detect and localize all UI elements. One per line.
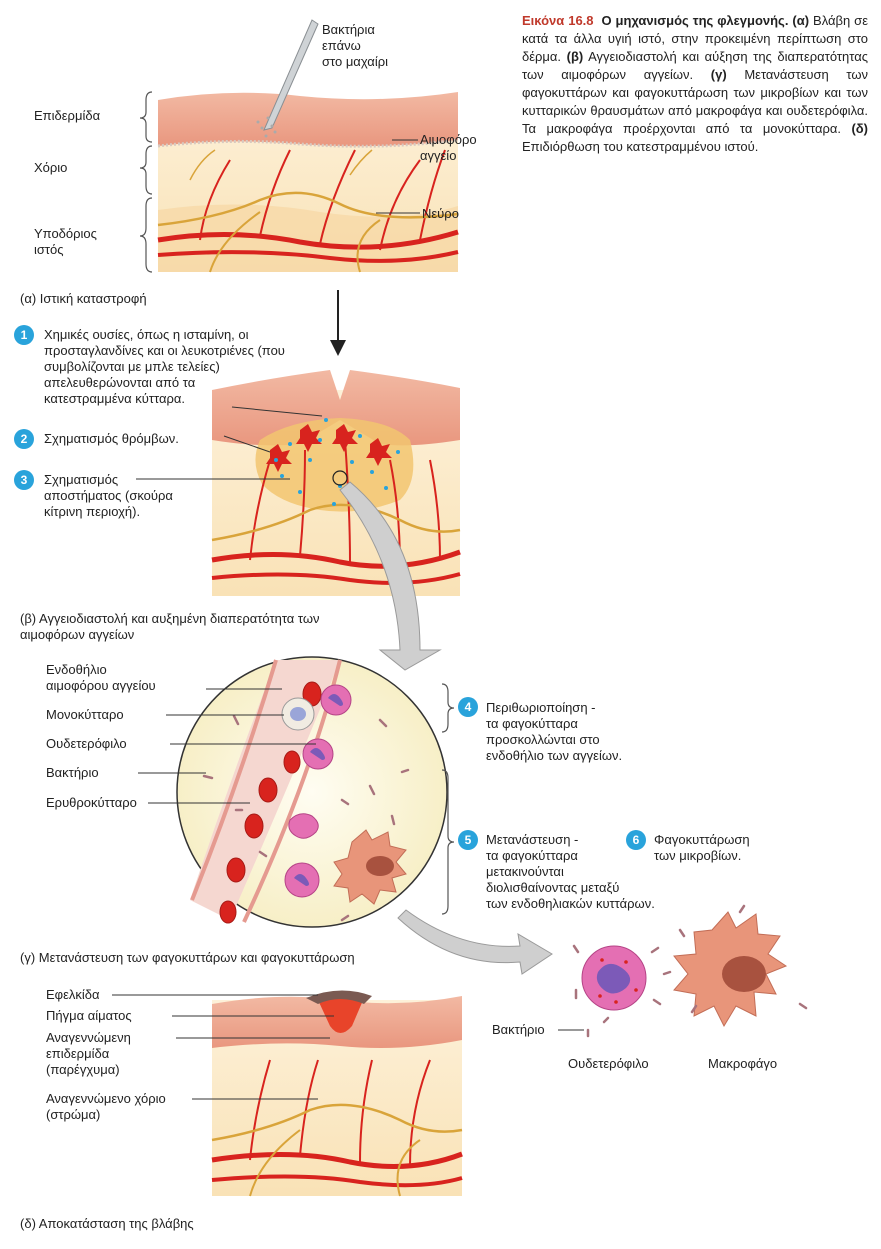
caption-tag-d: (δ) bbox=[851, 121, 868, 136]
step-4-line4: ενδοθήλιο των αγγείων. bbox=[486, 748, 623, 763]
step-5-line2: τα φαγοκύτταρα bbox=[486, 848, 578, 863]
step-1-badge: 1 bbox=[14, 325, 34, 345]
caption-panel-c: (γ) Μετανάστευση των φαγοκυττάρων και φα… bbox=[20, 950, 355, 965]
step-3-line3: κίτρινη περιοχή). bbox=[44, 504, 141, 519]
figure-number: Εικόνα 16.8 bbox=[522, 13, 594, 28]
label-regen-epidermis: Αναγεννώμενη επιδερμίδα (παρέγχυμα) bbox=[46, 1030, 131, 1078]
step-2-badge: 2 bbox=[14, 429, 34, 449]
step-3-text: Σχηματισμός αποστήματος (σκούρα κίτρινη … bbox=[44, 472, 173, 520]
caption-tag-c: (γ) bbox=[710, 67, 727, 82]
label-endothelium-line2: αιμοφόρου αγγείου bbox=[46, 678, 156, 693]
panel-b-skin bbox=[136, 370, 461, 596]
step-4-badge: 4 bbox=[458, 697, 478, 717]
step-1-line3: συμβολίζονται με μπλε τελείες) bbox=[44, 359, 220, 374]
step-6-badge: 6 bbox=[626, 830, 646, 850]
label-nerve: Νεύρο bbox=[422, 206, 459, 221]
label-monocyte: Μονοκύτταρο bbox=[46, 707, 124, 722]
step-3-line2: αποστήματος (σκούρα bbox=[44, 488, 173, 503]
step-1-line4: απελευθερώνονται από τα bbox=[44, 375, 196, 390]
label-subcutaneous: Υποδόριος ιστός bbox=[34, 226, 97, 258]
caption-panel-a: (α) Ιστική καταστροφή bbox=[20, 291, 147, 306]
step-6-text: Φαγοκυττάρωση των μικροβίων. bbox=[654, 832, 750, 864]
label-neutrophil: Ουδετερόφιλο bbox=[46, 736, 127, 751]
step-1-line1: Χημικές ουσίες, όπως η ισταμίνη, οι bbox=[44, 327, 249, 342]
label-endothelium-line1: Ενδοθήλιο bbox=[46, 662, 107, 677]
step-5-line5: των ενδοθηλιακών κυττάρων. bbox=[486, 896, 655, 911]
step-6-line1: Φαγοκυττάρωση bbox=[654, 832, 750, 847]
step-2-text: Σχηματισμός θρόμβων. bbox=[44, 431, 179, 446]
label-endothelium: Ενδοθήλιο αιμοφόρου αγγείου bbox=[46, 662, 156, 694]
step-5-line3: μετακινούνται bbox=[486, 864, 564, 879]
label-regen-dermis-line1: Αναγεννώμενο χόριο bbox=[46, 1091, 166, 1106]
caption-panel-d: (δ) Αποκατάσταση της βλάβης bbox=[20, 1216, 194, 1231]
zoom-arrow-c-to-inset bbox=[397, 909, 553, 975]
step-1-line2: προσταγλανδίνες και οι λευκοτριένες (που bbox=[44, 343, 285, 358]
label-bacterium: Βακτήριο bbox=[46, 765, 99, 780]
step-1-line5: κατεστραμμένα κύτταρα. bbox=[44, 391, 185, 406]
caption-text-d: Επιδιόρθωση του κατεστραμμένου ιστού. bbox=[522, 139, 759, 154]
label-regen-epidermis-line1: Αναγεννώμενη bbox=[46, 1030, 131, 1045]
step-1-text: Χημικές ουσίες, όπως η ισταμίνη, οι προσ… bbox=[44, 327, 285, 407]
inset-label-macrophage: Μακροφάγο bbox=[708, 1056, 778, 1071]
step-4-text: Περιθωριοποίηση - τα φαγοκύτταρα προσκολ… bbox=[486, 700, 622, 764]
zoom-arrow-b-to-c bbox=[339, 481, 442, 671]
label-subcutaneous-line2: ιστός bbox=[34, 242, 64, 257]
label-bacteria-knife-line1: Βακτήρια bbox=[322, 22, 375, 37]
step-4-line1: Περιθωριοποίηση - bbox=[486, 700, 596, 715]
figure-caption: Εικόνα 16.8 Ο μηχανισμός της φλεγμονής. … bbox=[522, 12, 868, 156]
step-6-line2: των μικροβίων. bbox=[654, 848, 742, 863]
step-5-line1: Μετανάστευση - bbox=[486, 832, 579, 847]
caption-tag-b: (β) bbox=[566, 49, 584, 64]
panel-a-skin bbox=[139, 19, 459, 273]
label-epidermis: Επιδερμίδα bbox=[34, 108, 101, 123]
label-regen-dermis: Αναγεννώμενο χόριο (στρώμα) bbox=[46, 1091, 166, 1123]
caption-text-b: Αγγειοδιαστολή και αύξηση της διαπερατότ… bbox=[522, 49, 868, 82]
label-bacteria-knife-line3: στο μαχαίρι bbox=[322, 54, 388, 69]
caption-text-c: Μετανάστευση των φαγοκυττάρων και φαγοκυ… bbox=[522, 67, 868, 136]
label-clot: Πήγμα αίματος bbox=[46, 1008, 132, 1023]
label-blood-vessel-line2: αγγείο bbox=[420, 148, 457, 163]
label-scab: Εφελκίδα bbox=[46, 987, 100, 1002]
figure-title: Ο μηχανισμός της φλεγμονής. bbox=[601, 13, 789, 28]
label-blood-vessel-line1: Αιμοφόρο bbox=[420, 132, 477, 147]
phagocytosis-inset bbox=[558, 904, 808, 1038]
step-5-line4: διολισθαίνοντας μεταξύ bbox=[486, 880, 620, 895]
step-4-line2: τα φαγοκύτταρα bbox=[486, 716, 578, 731]
caption-panel-b: (β) Αγγειοδιαστολή και αυξημένη διαπερατ… bbox=[20, 611, 320, 643]
inset-label-bacterium: Βακτήριο bbox=[492, 1022, 545, 1037]
label-blood-vessel: Αιμοφόρο αγγείο bbox=[420, 132, 477, 164]
label-bacteria-knife-line2: επάνω bbox=[322, 38, 361, 53]
step-4-line3: προσκολλώνται στο bbox=[486, 732, 600, 747]
label-bacteria-knife: Βακτήρια επάνω στο μαχαίρι bbox=[322, 22, 388, 70]
label-dermis: Χόριο bbox=[34, 160, 68, 175]
panel-c-magnified bbox=[138, 656, 455, 928]
label-regen-dermis-line2: (στρώμα) bbox=[46, 1107, 101, 1122]
inset-label-neutrophil: Ουδετερόφιλο bbox=[568, 1056, 649, 1071]
panel-d-skin bbox=[112, 990, 463, 1197]
caption-tag-a: (α) bbox=[792, 13, 810, 28]
label-regen-epidermis-line3: (παρέγχυμα) bbox=[46, 1062, 120, 1077]
caption-panel-b-line1: (β) Αγγειοδιαστολή και αυξημένη διαπερατ… bbox=[20, 611, 320, 626]
label-subcutaneous-line1: Υποδόριος bbox=[34, 226, 97, 241]
caption-panel-b-line2: αιμοφόρων αγγείων bbox=[20, 627, 135, 642]
step-3-line1: Σχηματισμός bbox=[44, 472, 119, 487]
step-5-text: Μετανάστευση - τα φαγοκύτταρα μετακινούν… bbox=[486, 832, 655, 912]
step-3-badge: 3 bbox=[14, 470, 34, 490]
caption-text-a: Βλάβη σε κατά τα άλλα υγιή ιστό, στην πρ… bbox=[522, 13, 869, 64]
step-5-badge: 5 bbox=[458, 830, 478, 850]
label-regen-epidermis-line2: επιδερμίδα bbox=[46, 1046, 110, 1061]
label-erythrocyte: Ερυθροκύτταρο bbox=[46, 795, 137, 810]
